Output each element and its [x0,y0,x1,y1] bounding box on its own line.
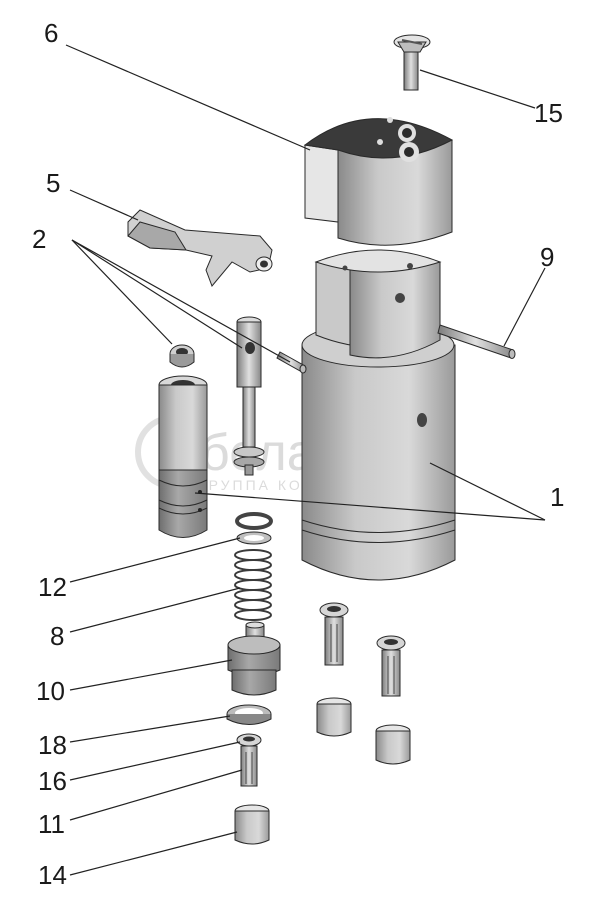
callout-15: 15 [534,98,563,128]
leader-15 [419,69,536,109]
leader-2c [71,239,291,363]
part-1-body [301,322,456,581]
leader-8 [69,587,241,633]
part-6-top-cap [303,117,454,246]
collet-right-b [376,635,406,697]
leader-2a [71,239,173,345]
callout-2: 2 [32,224,46,254]
callout-6: 6 [44,18,58,48]
bushing-right-a [316,697,352,737]
callout-8: 8 [50,621,64,651]
callout-9: 9 [540,242,554,272]
leader-16 [69,741,241,781]
leader-9 [503,267,546,347]
part-8-spring [234,549,272,621]
part-14-bushing [234,804,270,845]
callout-16: 16 [38,766,67,796]
leader-12 [69,537,241,583]
part-18-ring [226,704,272,725]
callout-14: 14 [38,860,67,890]
part-9-pin [437,324,516,359]
callout-labels: 6 15 5 2 9 1 12 8 10 18 16 11 14 [32,18,564,890]
leader-5 [69,189,139,221]
leader-11 [69,769,243,821]
part-1-sleeve [158,375,208,538]
bushing-right-b [375,724,411,765]
part-12-o-ring [235,512,273,545]
part-15-screw [393,34,431,91]
leader-10 [69,659,233,691]
part-16-11-collet [236,733,262,787]
callout-5: 5 [46,168,60,198]
callout-11: 11 [38,809,65,839]
part-2-valve-stem [233,316,265,476]
leader-18 [69,715,231,743]
collet-right-a [319,602,349,666]
leader-1b [194,492,546,521]
leader-2b [71,239,243,349]
callout-1: 1 [550,482,564,512]
callout-10: 10 [36,676,65,706]
part-2-pin [276,351,307,374]
leader-1a [429,462,546,521]
leader-lines [65,44,546,876]
part-2-nut [169,344,195,368]
callout-18: 18 [38,730,67,760]
part-5-lever [127,209,273,287]
part-1-upper-block [314,249,442,359]
leader-6 [65,44,311,151]
leader-14 [69,831,238,876]
callout-12: 12 [38,572,67,602]
part-10-valve-body [227,621,281,696]
